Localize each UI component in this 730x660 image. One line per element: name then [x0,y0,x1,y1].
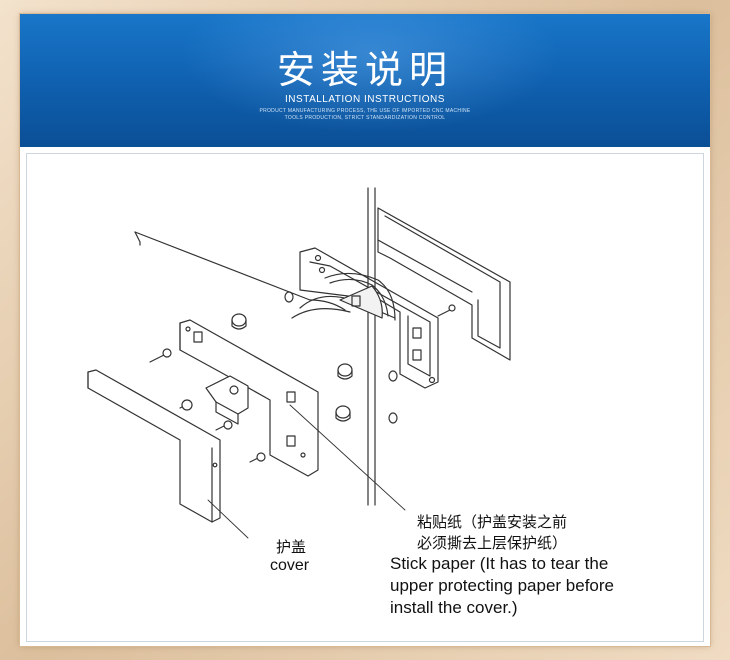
jamb-plate-inner [384,215,501,349]
plate-hole-1 [185,326,191,332]
screw-4 [249,452,266,463]
plate-slot-1 [193,331,203,343]
subtitle-line-2: TOOLS PRODUCTION, STRICT STANDARDIZATION… [284,115,446,121]
note-cn-line-1: 粘贴纸（护盖安装之前 [417,513,568,531]
screw-2 [179,399,193,411]
cover-label-cn: 护盖 [276,538,307,556]
pivot-clamp-inner [309,261,431,377]
title-chinese: 安装说明 [276,48,453,92]
pivot-arc-inner [329,278,389,317]
door-leaf-edge [134,231,141,246]
glass-hole-3 [388,412,398,424]
jamb-plate [377,207,511,361]
cover-label-en: cover [270,557,310,574]
product-card: 安装说明 INSTALLATION INSTRUCTIONS PRODUCT M… [20,14,710,646]
pivot-sector [339,285,383,319]
note-en-line-1: Stick paper (It has to tear the [390,554,609,573]
screw-3 [215,420,233,431]
pivot-slot-2 [412,327,422,339]
bushing-1 [231,313,247,330]
jamb-edge [377,239,473,293]
stick-paper-leader [289,404,406,511]
plate-slot-3 [286,435,296,447]
subtitle-line-1: PRODUCT MANUFACTURING PROCESS, THE USE O… [259,108,471,114]
bushing-2 [337,363,353,380]
bushing-3 [335,405,351,422]
door-notch-lower [291,308,351,319]
plate-slot-2 [286,391,296,403]
title-english: INSTALLATION INSTRUCTIONS [285,94,445,105]
cover-panel [87,369,221,523]
mounting-plate [179,319,319,477]
plate-hole-2 [300,452,306,458]
screw-5 [437,304,456,317]
pivot-arc [324,272,396,321]
note-en-line-2: upper protecting paper before [390,576,614,595]
pivot-screw-2 [318,266,326,274]
bracket-base [215,401,239,425]
bracket-hole [229,385,239,395]
note-en-line-3: install the cover.) [390,598,518,617]
door-leaf-outline [134,231,346,311]
cover-hole [212,462,218,468]
note-cn-line-2: 必须撕去上层保护纸） [417,534,568,552]
pivot-screw-1 [314,254,322,262]
screw-1 [149,348,172,363]
cover-leader [207,499,249,539]
pivot-clamp [299,247,439,389]
pivot-screw-3 [428,376,436,384]
pivot-slot-1 [351,295,361,307]
header-banner: 安装说明 INSTALLATION INSTRUCTIONS PRODUCT M… [20,14,710,147]
panel-border [26,153,704,642]
glass-hole-2 [388,370,398,382]
diagram-panel: 护盖 cover 粘贴纸（护盖安装之前 必须撕去上层保护纸） Stick pap… [20,147,710,646]
glass-hole-1 [284,291,294,303]
pivot-slot-3 [412,349,422,361]
banner-shine [180,14,560,134]
